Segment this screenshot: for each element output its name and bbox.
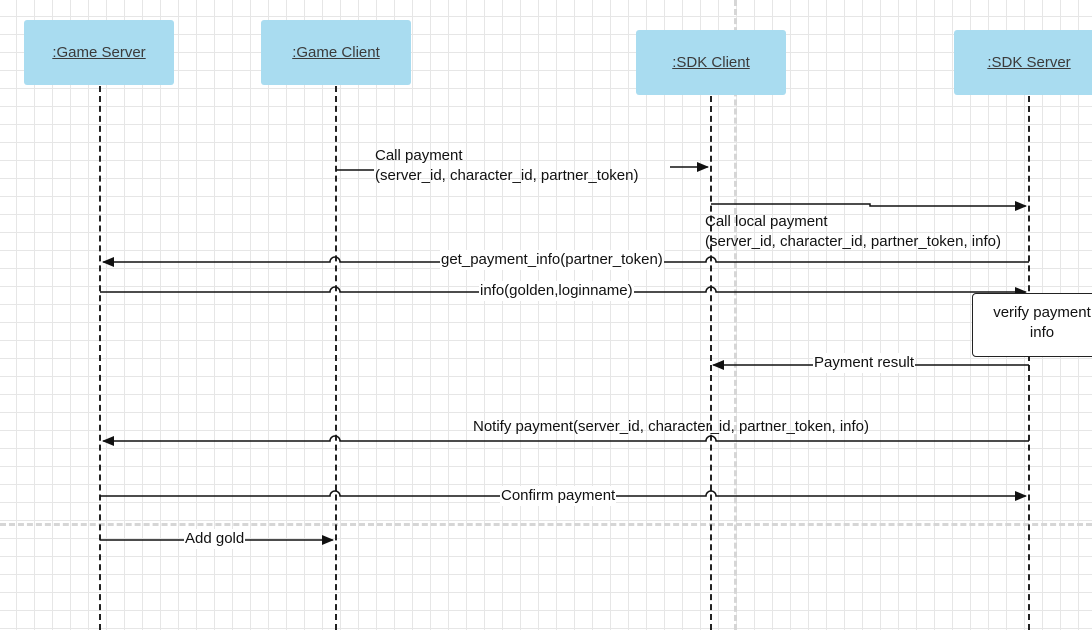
participant-label: :SDK Client: [672, 54, 750, 71]
msg-label-call-local-payment: Call local payment (server_id, character…: [705, 213, 1001, 250]
note-verify-payment-info[interactable]: verify payment info: [972, 293, 1092, 357]
msg-label-get-payment-info: get_payment_info(partner_token): [440, 250, 664, 270]
lifeline-sdk-server: [1028, 96, 1030, 630]
lifeline-sdk-client: [710, 96, 712, 630]
page-break-horizontal: [0, 523, 1092, 526]
participant-label: :Game Client: [292, 44, 380, 61]
msg-label-add-gold: Add gold: [184, 529, 246, 549]
msg-label-notify-payment: Notify payment(server_id, character_id, …: [473, 418, 870, 435]
participant-label: :SDK Server: [987, 54, 1071, 71]
msg-label-payment-result: Payment result: [813, 353, 916, 373]
participant-game-server[interactable]: :Game Server: [24, 20, 174, 85]
lifeline-game-server: [99, 86, 101, 630]
lifeline-game-client: [335, 86, 337, 630]
participant-game-client[interactable]: :Game Client: [261, 20, 411, 85]
participant-sdk-client[interactable]: :SDK Client: [636, 30, 786, 95]
participant-label: :Game Server: [52, 44, 146, 61]
page-break-vertical: [734, 0, 737, 630]
arrow-call-local-payment: [711, 201, 1027, 211]
msg-label-confirm-payment: Confirm payment: [500, 486, 617, 506]
arrow-notify-payment: [102, 435, 1029, 446]
msg-label-info: info(golden,loginname): [479, 281, 634, 301]
msg-label-call-payment: Call payment (server_id, character_id, p…: [375, 147, 639, 184]
arrow-call-payment: [336, 167, 708, 170]
participant-sdk-server[interactable]: :SDK Server: [954, 30, 1092, 95]
